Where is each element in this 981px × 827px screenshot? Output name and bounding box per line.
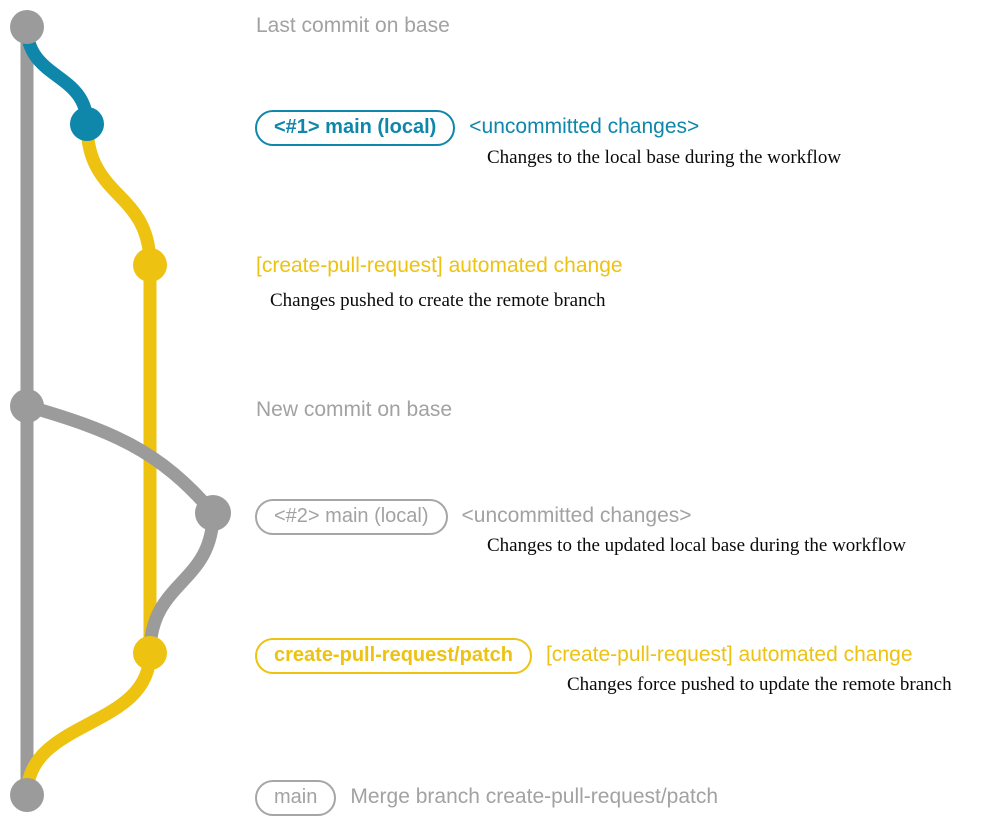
base-to-local-main-2-line [20, 399, 220, 520]
commit-description-local-main-1: Changes to the local base during the wor… [487, 147, 842, 168]
commit-subject: Last commit on base [256, 14, 450, 37]
commit-subject: <uncommitted changes> [469, 115, 700, 138]
yellow-branch-line-upper [80, 117, 157, 660]
ref-badge-local-main-1[interactable]: <#1> main (local) [255, 110, 456, 146]
commit-subject: Merge branch create-pull-request/patch [350, 785, 719, 808]
ref-badge-main[interactable]: main [255, 780, 337, 816]
commit-node-patch-1 [133, 248, 167, 282]
commit-row-local-main-1: <#1> main (local) <uncommitted changes> [255, 110, 699, 146]
commit-row-local-main-2: <#2> main (local) <uncommitted changes> [255, 499, 692, 535]
commit-row-automated-change-1: [create-pull-request] automated change [256, 255, 623, 276]
commit-subject: <uncommitted changes> [461, 504, 692, 527]
ref-badge-wrap: <#1> main (local) [255, 110, 456, 146]
ref-badge-wrap: create-pull-request/patch [255, 638, 532, 674]
commit-node-merge [10, 778, 44, 812]
ref-badge-local-main-2[interactable]: <#2> main (local) [255, 499, 448, 535]
commit-node-local-main-1 [70, 107, 104, 141]
commit-subject: [create-pull-request] automated change [256, 254, 623, 277]
ref-badge-create-pull-request-patch[interactable]: create-pull-request/patch [255, 638, 532, 674]
commit-node-base-new-commit [10, 389, 44, 423]
commit-subject: New commit on base [256, 398, 453, 421]
commit-row-new-commit-on-base: New commit on base [256, 399, 452, 420]
local-main-2-to-patch-line [143, 506, 220, 660]
commit-description-automated-change-2: Changes force pushed to update the remot… [567, 674, 952, 695]
yellow-merge-line [20, 646, 157, 802]
teal-branch-line [20, 20, 94, 131]
commit-row-automated-change-2: create-pull-request/patch [create-pull-r… [255, 638, 913, 674]
commit-node-local-main-2 [195, 495, 231, 531]
commit-description-local-main-2: Changes to the updated local base during… [487, 535, 906, 556]
commit-subject: [create-pull-request] automated change [545, 643, 913, 666]
commit-description-automated-change-1: Changes pushed to create the remote bran… [270, 290, 606, 311]
commit-row-merge: main Merge branch create-pull-request/pa… [255, 780, 718, 816]
commit-row-last-commit-on-base: Last commit on base [256, 15, 450, 36]
ref-badge-wrap: <#2> main (local) [255, 499, 448, 535]
ref-badge-wrap: main [255, 780, 337, 816]
commit-node-base-last-commit [10, 10, 44, 44]
commit-node-patch-2 [133, 636, 167, 670]
